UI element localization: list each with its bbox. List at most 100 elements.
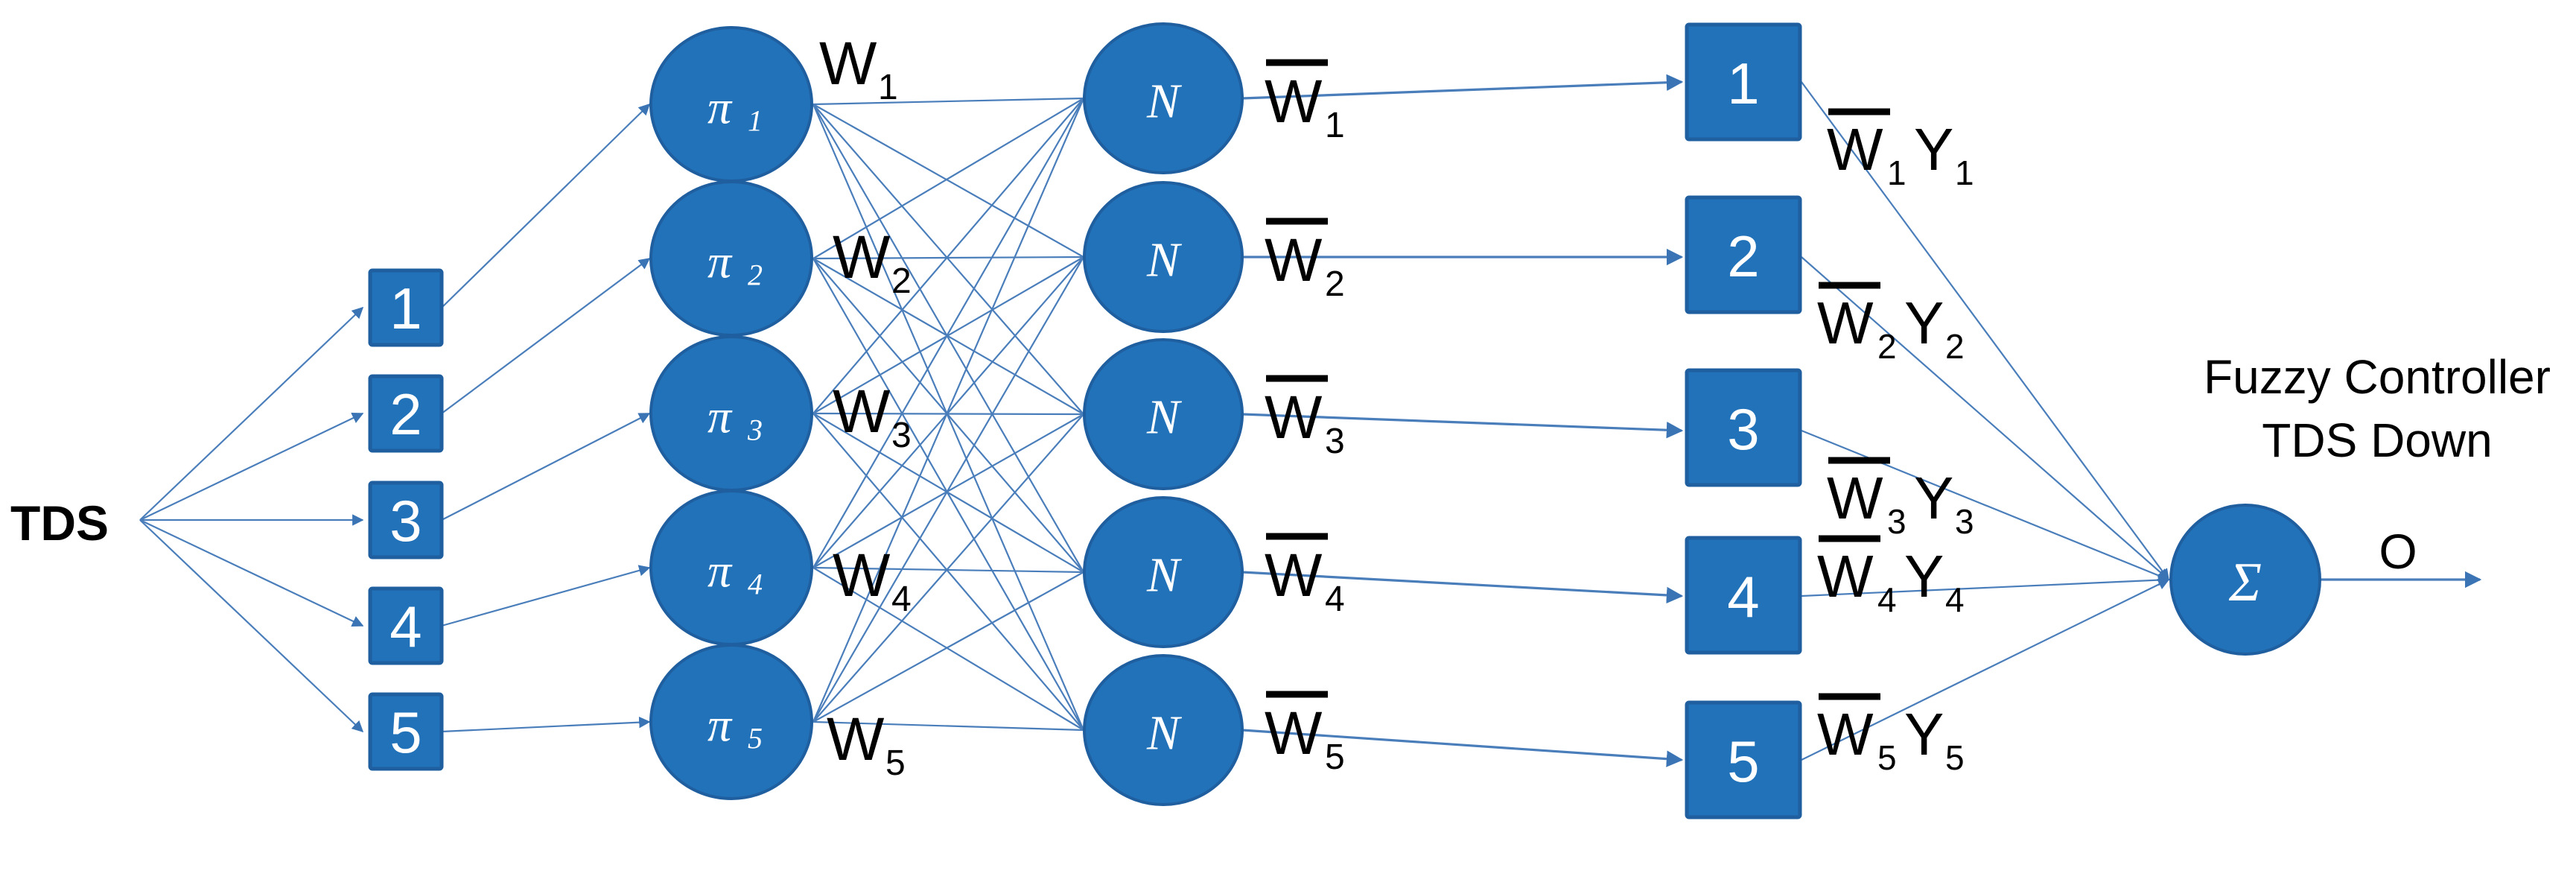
- layer4-node-2[interactable]: 2: [1685, 195, 1802, 314]
- n-circle-4[interactable]: [1083, 496, 1244, 648]
- edge-tds-4: [139, 519, 364, 627]
- n-circle-3[interactable]: [1083, 338, 1244, 490]
- layer3-node-5[interactable]: N: [1083, 654, 1244, 806]
- n-circle-5[interactable]: [1083, 654, 1244, 806]
- wbary-label-1-sub: 1: [1887, 153, 1906, 192]
- wbar-label-4: W 4: [1265, 533, 1345, 619]
- layer3-node-3[interactable]: N: [1083, 338, 1244, 490]
- layer4-box-4-label: 4: [1727, 564, 1759, 630]
- layer1-box-2[interactable]: [368, 374, 444, 453]
- pi-circle-5-sub: 5: [748, 722, 763, 755]
- wbar-label-1: W 1: [1265, 59, 1345, 145]
- edge-pi4-n5: [812, 567, 1084, 731]
- layer4-box-4[interactable]: [1685, 536, 1802, 655]
- edge-n4-box4: [1241, 571, 1684, 604]
- layer1-node-3[interactable]: 3: [368, 481, 444, 559]
- edge-pi4-n1: [812, 98, 1084, 568]
- wbar-label-1-base: W: [1265, 68, 1323, 136]
- edge-tds-5: [139, 519, 364, 733]
- n-circle-2[interactable]: [1083, 181, 1244, 333]
- edge-pi5-n1: [812, 98, 1085, 723]
- edge-pi3-n4: [812, 413, 1084, 573]
- layer1-node-5[interactable]: 5: [368, 692, 444, 771]
- layer1-box-1-label: 1: [389, 276, 422, 341]
- layer2-node-1[interactable]: π 1: [649, 26, 813, 183]
- sigma-circle[interactable]: [2169, 504, 2321, 656]
- layer1-box-4[interactable]: [368, 586, 444, 665]
- edge-pi2-n2: [812, 256, 1084, 260]
- wbar-label-2-base: W: [1265, 226, 1323, 294]
- wbary-label-2-suffix-sub: 2: [1945, 327, 1965, 366]
- wbary-label-3-base: W: [1827, 465, 1883, 531]
- layer2-node-2[interactable]: π 2: [649, 180, 813, 337]
- wbar-label-4-base: W: [1265, 542, 1323, 609]
- layer1-box-2-label: 2: [389, 381, 422, 447]
- layer4-node-5[interactable]: 5: [1685, 700, 1802, 819]
- edge-3-pi3: [441, 413, 651, 521]
- edge-pi3-n5: [812, 413, 1084, 731]
- layer3-node-1[interactable]: N: [1083, 22, 1244, 174]
- layer2-node-3[interactable]: π 3: [649, 335, 813, 492]
- n-circle-1-label: N: [1146, 74, 1183, 129]
- layer4-box-5[interactable]: [1685, 700, 1802, 819]
- layer1-node-2[interactable]: 2: [368, 374, 444, 453]
- layer3-node-2[interactable]: N: [1083, 181, 1244, 333]
- w-label-5: W 5: [827, 705, 906, 783]
- layer3-node-4[interactable]: N: [1083, 496, 1244, 648]
- w-label-3-sub: 3: [891, 416, 912, 455]
- layer5-node-sigma[interactable]: Σ: [2169, 504, 2321, 656]
- pi-circle-3-sub: 3: [747, 413, 763, 447]
- layer4-box-3[interactable]: [1685, 368, 1802, 487]
- wbary-label-5: W 5 Y 5: [1817, 693, 1965, 777]
- pi-circle-1-sub: 1: [748, 104, 763, 138]
- wbar-label-4-sub: 4: [1325, 580, 1345, 619]
- layer4-node-1[interactable]: 1: [1685, 22, 1802, 142]
- edge-pi5-n3: [812, 413, 1084, 723]
- layer1-box-4-label: 4: [389, 594, 422, 659]
- pi-circle-5[interactable]: [649, 644, 813, 800]
- layer2-node-5[interactable]: π 5: [649, 644, 813, 800]
- layer4-node-4[interactable]: 4: [1685, 536, 1802, 655]
- edge-box4-sigma: [1801, 574, 2170, 597]
- wbary-label-2-base: W: [1817, 290, 1874, 356]
- layer1-box-5[interactable]: [368, 692, 444, 771]
- wbar-label-3-sub: 3: [1325, 422, 1345, 461]
- w-label-4-sub: 4: [891, 580, 912, 619]
- wbary-label-5-suffix-sub: 5: [1945, 738, 1965, 777]
- pi-circle-5-label: π: [707, 699, 733, 752]
- pi-circle-3-label: π: [707, 390, 733, 443]
- layer4-box-1[interactable]: [1685, 22, 1802, 142]
- wbary-label-3-suffix-sub: 3: [1955, 502, 1974, 541]
- edge-pi2-n1: [812, 98, 1084, 259]
- n-circle-1[interactable]: [1083, 22, 1244, 174]
- layer4-box-3-label: 3: [1727, 396, 1759, 462]
- wbary-label-5-base: W: [1817, 701, 1874, 767]
- wbary-label-2-sub: 2: [1877, 327, 1897, 366]
- edge-pi1-n3: [812, 104, 1084, 415]
- caption-line-1: Fuzzy Controller: [2204, 350, 2551, 404]
- edge-box5-sigma: [1801, 579, 2170, 761]
- edge-pi1-n5: [812, 104, 1085, 731]
- layer1-node-1[interactable]: 1: [368, 268, 444, 347]
- layer4-box-2-label: 2: [1727, 223, 1759, 289]
- layer1-box-3[interactable]: [368, 481, 444, 559]
- layer1-box-1[interactable]: [368, 268, 444, 347]
- w-label-2: W 2: [833, 223, 912, 301]
- n-circle-4-label: N: [1146, 548, 1183, 603]
- pi-circle-2-label: π: [707, 235, 733, 288]
- wbar-label-1-sub: 1: [1325, 106, 1345, 145]
- w-label-3-base: W: [833, 378, 891, 446]
- layer2-node-4[interactable]: π 4: [649, 489, 813, 646]
- layer1-node-4[interactable]: 4: [368, 586, 444, 665]
- edges-layer1-to-layer2: [441, 103, 651, 733]
- w-label-5-sub: 5: [885, 743, 906, 783]
- edge-n1-box1: [1241, 74, 1684, 100]
- wbary-label-5-sub: 5: [1877, 738, 1897, 777]
- w-label-3: W 3: [833, 378, 912, 455]
- wbar-label-5-base: W: [1265, 700, 1323, 767]
- wbary-label-4-suffix: Y: [1904, 543, 1944, 609]
- layer4-node-3[interactable]: 3: [1685, 368, 1802, 487]
- layer4-box-2[interactable]: [1685, 195, 1802, 314]
- wbary-label-4-base: W: [1817, 543, 1874, 609]
